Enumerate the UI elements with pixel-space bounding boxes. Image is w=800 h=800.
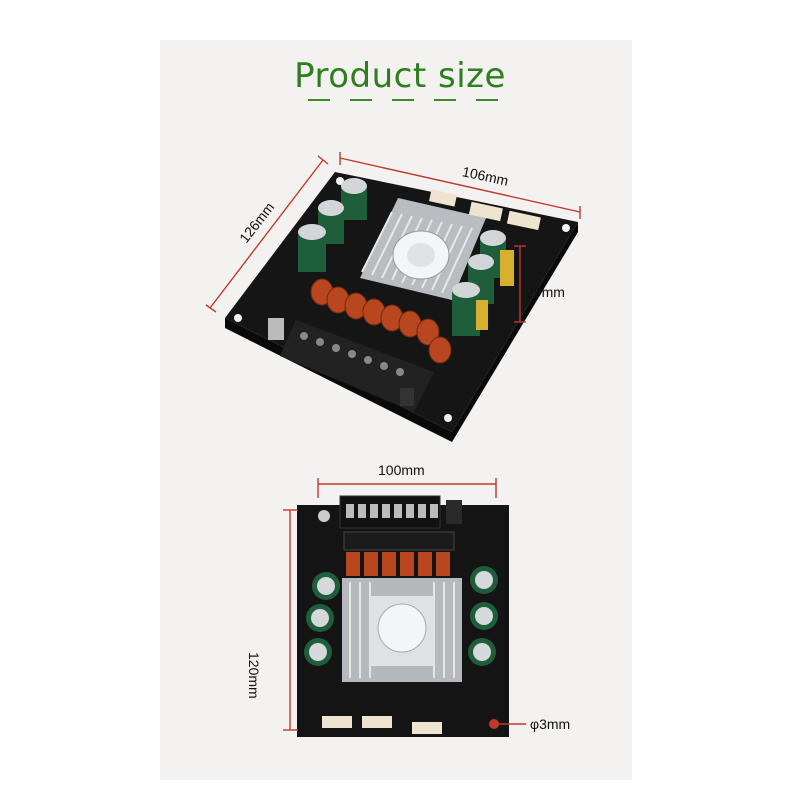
length-label-bottom: 120mm	[246, 652, 262, 699]
hole-diameter-label: φ3mm	[530, 716, 571, 732]
capacitors-right	[452, 230, 514, 336]
flat-pin-headers	[322, 716, 442, 734]
screw-terminal	[268, 318, 434, 412]
capacitors-left	[298, 178, 367, 272]
height-label-top: 29mm	[526, 284, 565, 300]
pin-headers	[429, 189, 541, 231]
heatsink	[360, 198, 486, 300]
inductors	[310, 278, 452, 364]
inductor-modules	[343, 531, 455, 576]
title-underline	[308, 99, 498, 103]
flat-capacitors	[304, 566, 498, 666]
flat-heatsink	[342, 578, 462, 682]
width-label-bottom: 100mm	[378, 462, 425, 478]
dimension-lines-top	[205, 152, 581, 323]
terminal-strip	[339, 495, 462, 529]
dimension-lines-bottom	[283, 478, 526, 731]
page-title: Product size	[294, 56, 506, 96]
